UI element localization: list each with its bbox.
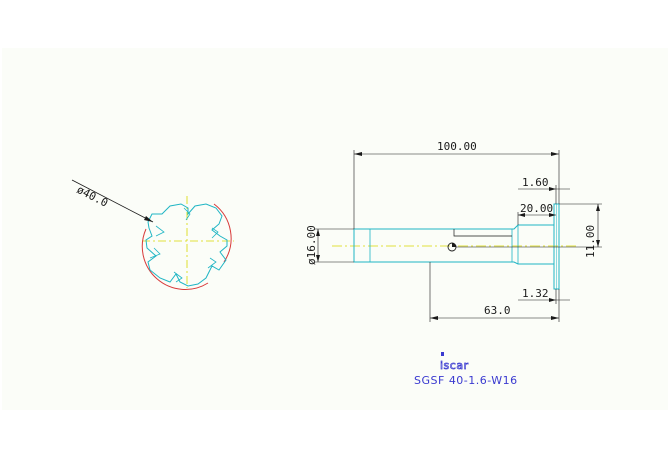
head-length-arrow-left — [518, 213, 525, 217]
part-number: SGSF 40-1.6-W16 — [414, 374, 518, 387]
insert-pocket-top — [183, 207, 191, 221]
insert-pocket-right — [211, 227, 219, 239]
head-length-arrow-right — [549, 213, 556, 217]
diameter-leader-line — [71, 179, 154, 223]
overall-length-label: 100.00 — [437, 140, 477, 153]
shank-dia-arrow-top — [316, 229, 320, 236]
overall-length-arrow-right — [551, 152, 559, 156]
end-view-panel — [2, 48, 254, 264]
insert-pocket-left — [149, 247, 161, 259]
end-view: ø40.0 — [71, 179, 234, 290]
width-bottom-arrow — [549, 298, 556, 302]
height-arrow-bottom — [596, 240, 600, 247]
logo: iscar — [440, 359, 469, 372]
width-top-label: 1.60 — [522, 176, 549, 189]
reach-arrow-left — [430, 316, 438, 320]
end-view-circle-arc-left — [141, 228, 209, 290]
insert-pocket-upper-left — [155, 225, 165, 237]
diameter-leader-arrow — [144, 216, 153, 222]
reach-length-label: 63.0 — [484, 304, 511, 317]
width-bottom-label: 1.32 — [522, 287, 549, 300]
shank-diameter-label: ø16.00 — [305, 225, 318, 265]
reach-arrow-right — [551, 316, 559, 320]
shank-dia-arrow-bottom — [316, 255, 320, 262]
lower-panel — [2, 264, 254, 410]
logo-dot — [441, 352, 444, 356]
head-length-label: 20.00 — [520, 202, 553, 215]
shank-flat-line — [453, 229, 512, 237]
hole-symbol-quadrant — [452, 243, 456, 247]
insert-pocket-bottom — [173, 271, 183, 283]
overall-length-arrow-left — [354, 152, 362, 156]
height-label: 11.00 — [584, 225, 597, 258]
height-arrow-top — [596, 204, 600, 211]
insert-pocket-lower-right — [207, 257, 217, 269]
width-top-arrow — [549, 187, 556, 191]
end-view-circle-arc-right — [213, 203, 232, 263]
side-view: 100.00 1.60 20.00 11.00 ø — [305, 140, 602, 322]
title-block: iscar SGSF 40-1.6-W16 — [414, 352, 518, 387]
